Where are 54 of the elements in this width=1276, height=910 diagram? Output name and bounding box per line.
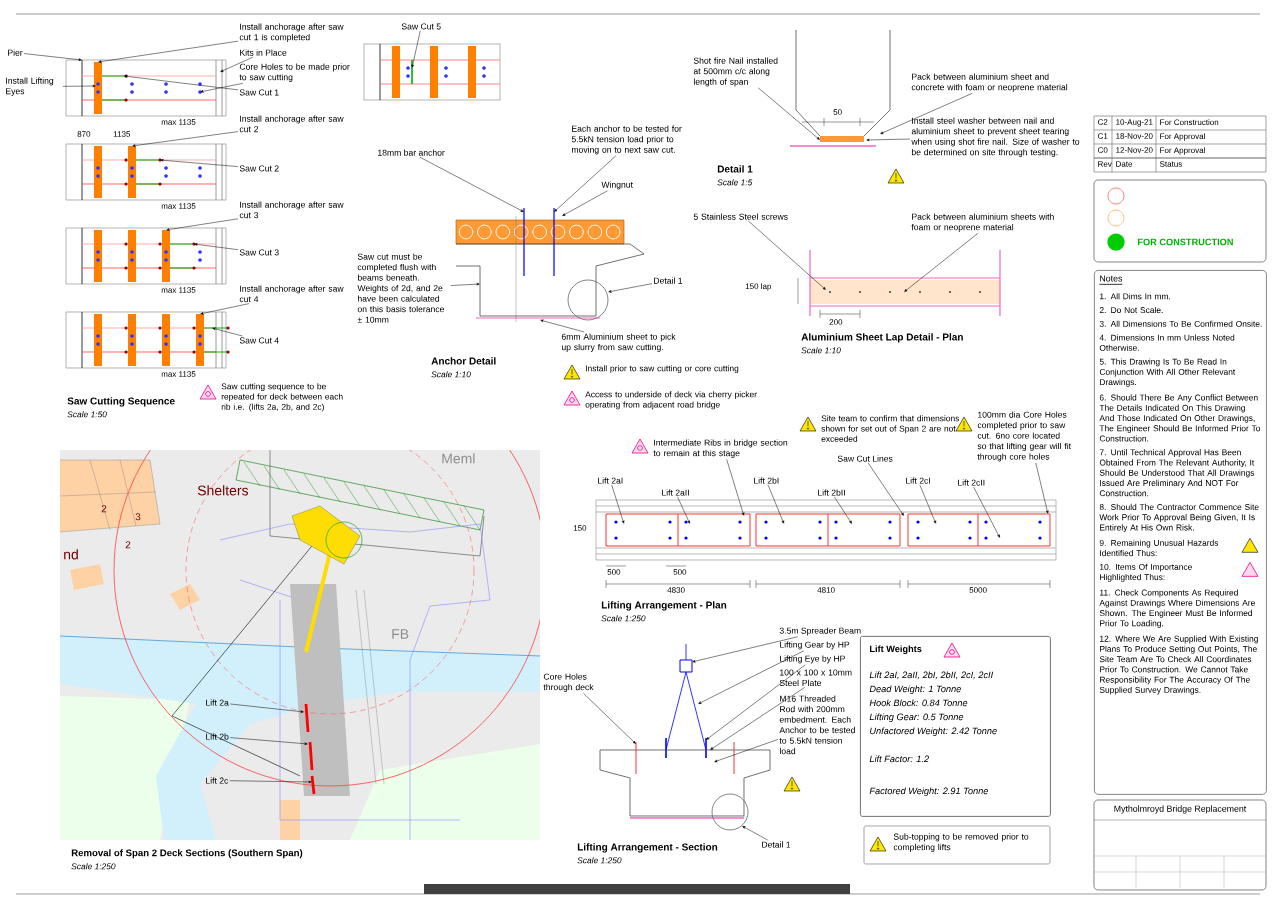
leader-line <box>554 155 617 212</box>
leader-line <box>677 496 690 524</box>
site-map-drawing <box>60 450 540 840</box>
leader-line <box>98 40 239 63</box>
leader-line <box>220 56 254 72</box>
leader-line <box>692 636 798 663</box>
leader-line <box>230 703 304 713</box>
saw-cut-plan-drawing <box>65 311 230 369</box>
lap-plan-drawing <box>797 249 1001 319</box>
leader-line <box>132 131 239 147</box>
leader-line <box>919 484 936 524</box>
leader-line <box>904 233 979 292</box>
leader-line <box>212 327 243 337</box>
saw-cut-plan-drawing <box>65 227 227 285</box>
leader-line <box>757 87 820 140</box>
leader-line <box>608 283 653 293</box>
leader-line <box>583 693 636 744</box>
saw-cut-plan-drawing <box>363 43 501 101</box>
lifting-section-drawing <box>599 643 771 831</box>
leader-line <box>419 156 524 212</box>
leader-line <box>611 484 625 524</box>
leader-line <box>742 826 768 841</box>
leader-line <box>880 93 973 134</box>
leader-line <box>411 30 421 68</box>
leader-line <box>23 53 82 61</box>
leader-line <box>726 459 745 516</box>
lifting-plan-drawing <box>595 499 1057 589</box>
leader-line <box>706 664 806 740</box>
leader-line <box>62 84 96 88</box>
leader-line <box>450 282 480 286</box>
leader-line <box>194 243 239 250</box>
leader-line <box>200 303 250 315</box>
leader-line <box>166 218 239 231</box>
anchor-section-drawing <box>455 207 645 323</box>
saw-cut-plan-drawing <box>65 59 227 117</box>
saw-cut-plan-drawing <box>65 143 227 201</box>
leader-line <box>562 190 608 216</box>
leader-line <box>866 138 911 142</box>
leader-line <box>834 496 852 524</box>
leader-line <box>540 319 585 333</box>
leader-line <box>748 220 826 290</box>
leader-line <box>698 650 804 704</box>
leader-line <box>160 159 239 167</box>
detail-section-drawing <box>789 29 891 147</box>
leader-line <box>124 75 239 91</box>
leader-line <box>867 462 904 516</box>
leader-line <box>230 737 308 745</box>
leader-line <box>229 780 312 784</box>
leader-line <box>1035 462 1049 514</box>
leader-line <box>767 484 784 524</box>
leader-line <box>710 687 805 750</box>
leader-line <box>714 739 779 763</box>
leader-line <box>200 83 244 93</box>
leader-line <box>973 486 1000 538</box>
